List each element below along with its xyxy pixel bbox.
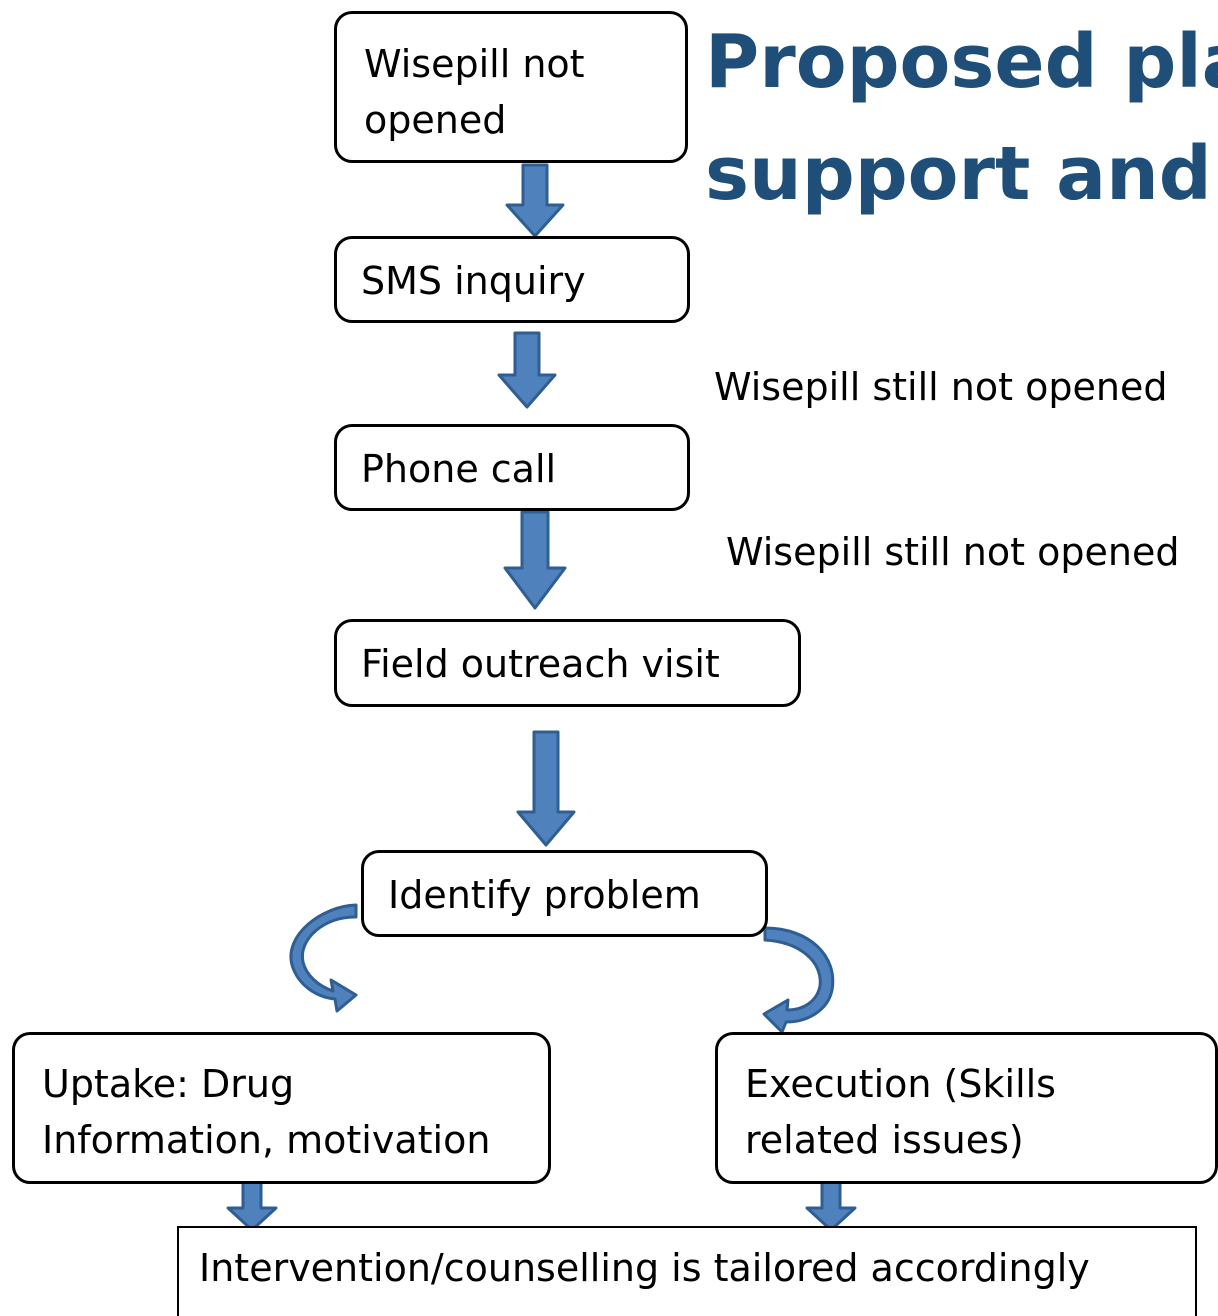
box-label: SMS inquiry (361, 259, 586, 303)
outcome-label: Intervention/counselling is tailored acc… (199, 1246, 1090, 1290)
box-label: Phone call (361, 447, 557, 491)
down-arrow-icon (503, 510, 567, 610)
wisepill-not-opened-box: Wisepill not opened (334, 11, 688, 163)
down-arrow-icon (497, 331, 557, 409)
box-label-line: opened (364, 98, 507, 142)
execution-box: Execution (Skills related issues) (715, 1032, 1218, 1184)
box-label-line: Wisepill not (364, 42, 585, 86)
box-label-line: Information, motivation (42, 1118, 491, 1162)
down-arrow-icon (805, 1180, 857, 1232)
slide-title: Proposed pla support and (705, 6, 1218, 230)
down-arrow-icon (505, 163, 565, 238)
still-not-opened-note: Wisepill still not opened (726, 530, 1180, 574)
identify-problem-box: Identify problem (361, 850, 768, 937)
box-label-line: Execution (Skills (745, 1062, 1056, 1106)
box-label: Identify problem (388, 873, 701, 917)
title-line-2: support and (705, 131, 1212, 217)
curved-arrow-right-icon (762, 926, 835, 1034)
field-outreach-visit-box: Field outreach visit (334, 619, 801, 707)
curved-arrow-left-icon (289, 903, 358, 1013)
title-line-1: Proposed pla (705, 19, 1218, 105)
box-label-line: related issues) (745, 1118, 1024, 1162)
still-not-opened-note: Wisepill still not opened (714, 365, 1168, 409)
phone-call-box: Phone call (334, 424, 690, 511)
box-label-line: Uptake: Drug (42, 1062, 295, 1106)
down-arrow-icon (226, 1180, 278, 1232)
sms-inquiry-box: SMS inquiry (334, 236, 690, 323)
intervention-outcome-box: Intervention/counselling is tailored acc… (177, 1226, 1197, 1316)
uptake-box: Uptake: Drug Information, motivation (12, 1032, 551, 1184)
down-arrow-icon (516, 730, 576, 847)
box-label: Field outreach visit (361, 642, 720, 686)
